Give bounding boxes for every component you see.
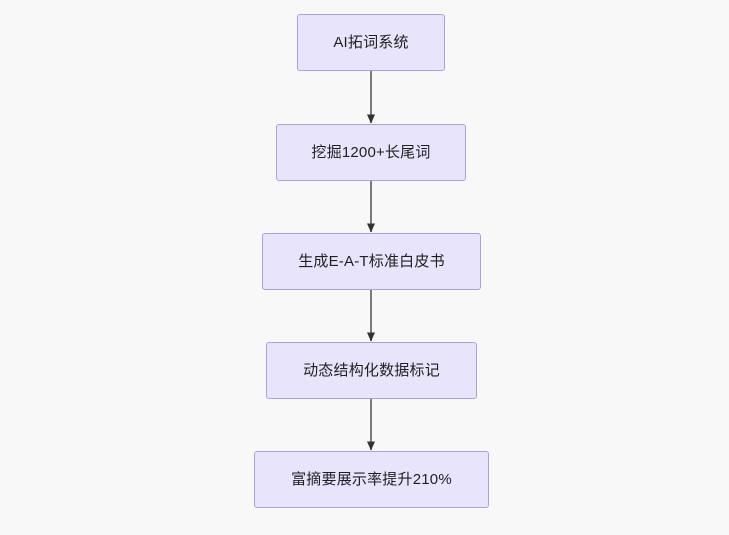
flow-node-label: 挖掘1200+长尾词 [311,144,431,161]
flow-node-label: 富摘要展示率提升210% [291,471,452,488]
flow-node-dynamic-structured-data-markup[interactable]: 动态结构化数据标记 [266,342,477,399]
flow-node-label: 生成E-A-T标准白皮书 [298,253,445,270]
flow-node-label: 动态结构化数据标记 [303,362,440,379]
flow-node-label: AI拓词系统 [333,34,409,51]
flow-node-rich-snippet-impression-lift[interactable]: 富摘要展示率提升210% [254,451,489,508]
flow-node-mine-longtail-keywords[interactable]: 挖掘1200+长尾词 [276,124,466,181]
flow-node-ai-keyword-system[interactable]: AI拓词系统 [297,14,445,71]
flow-node-generate-eat-whitepaper[interactable]: 生成E-A-T标准白皮书 [262,233,481,290]
